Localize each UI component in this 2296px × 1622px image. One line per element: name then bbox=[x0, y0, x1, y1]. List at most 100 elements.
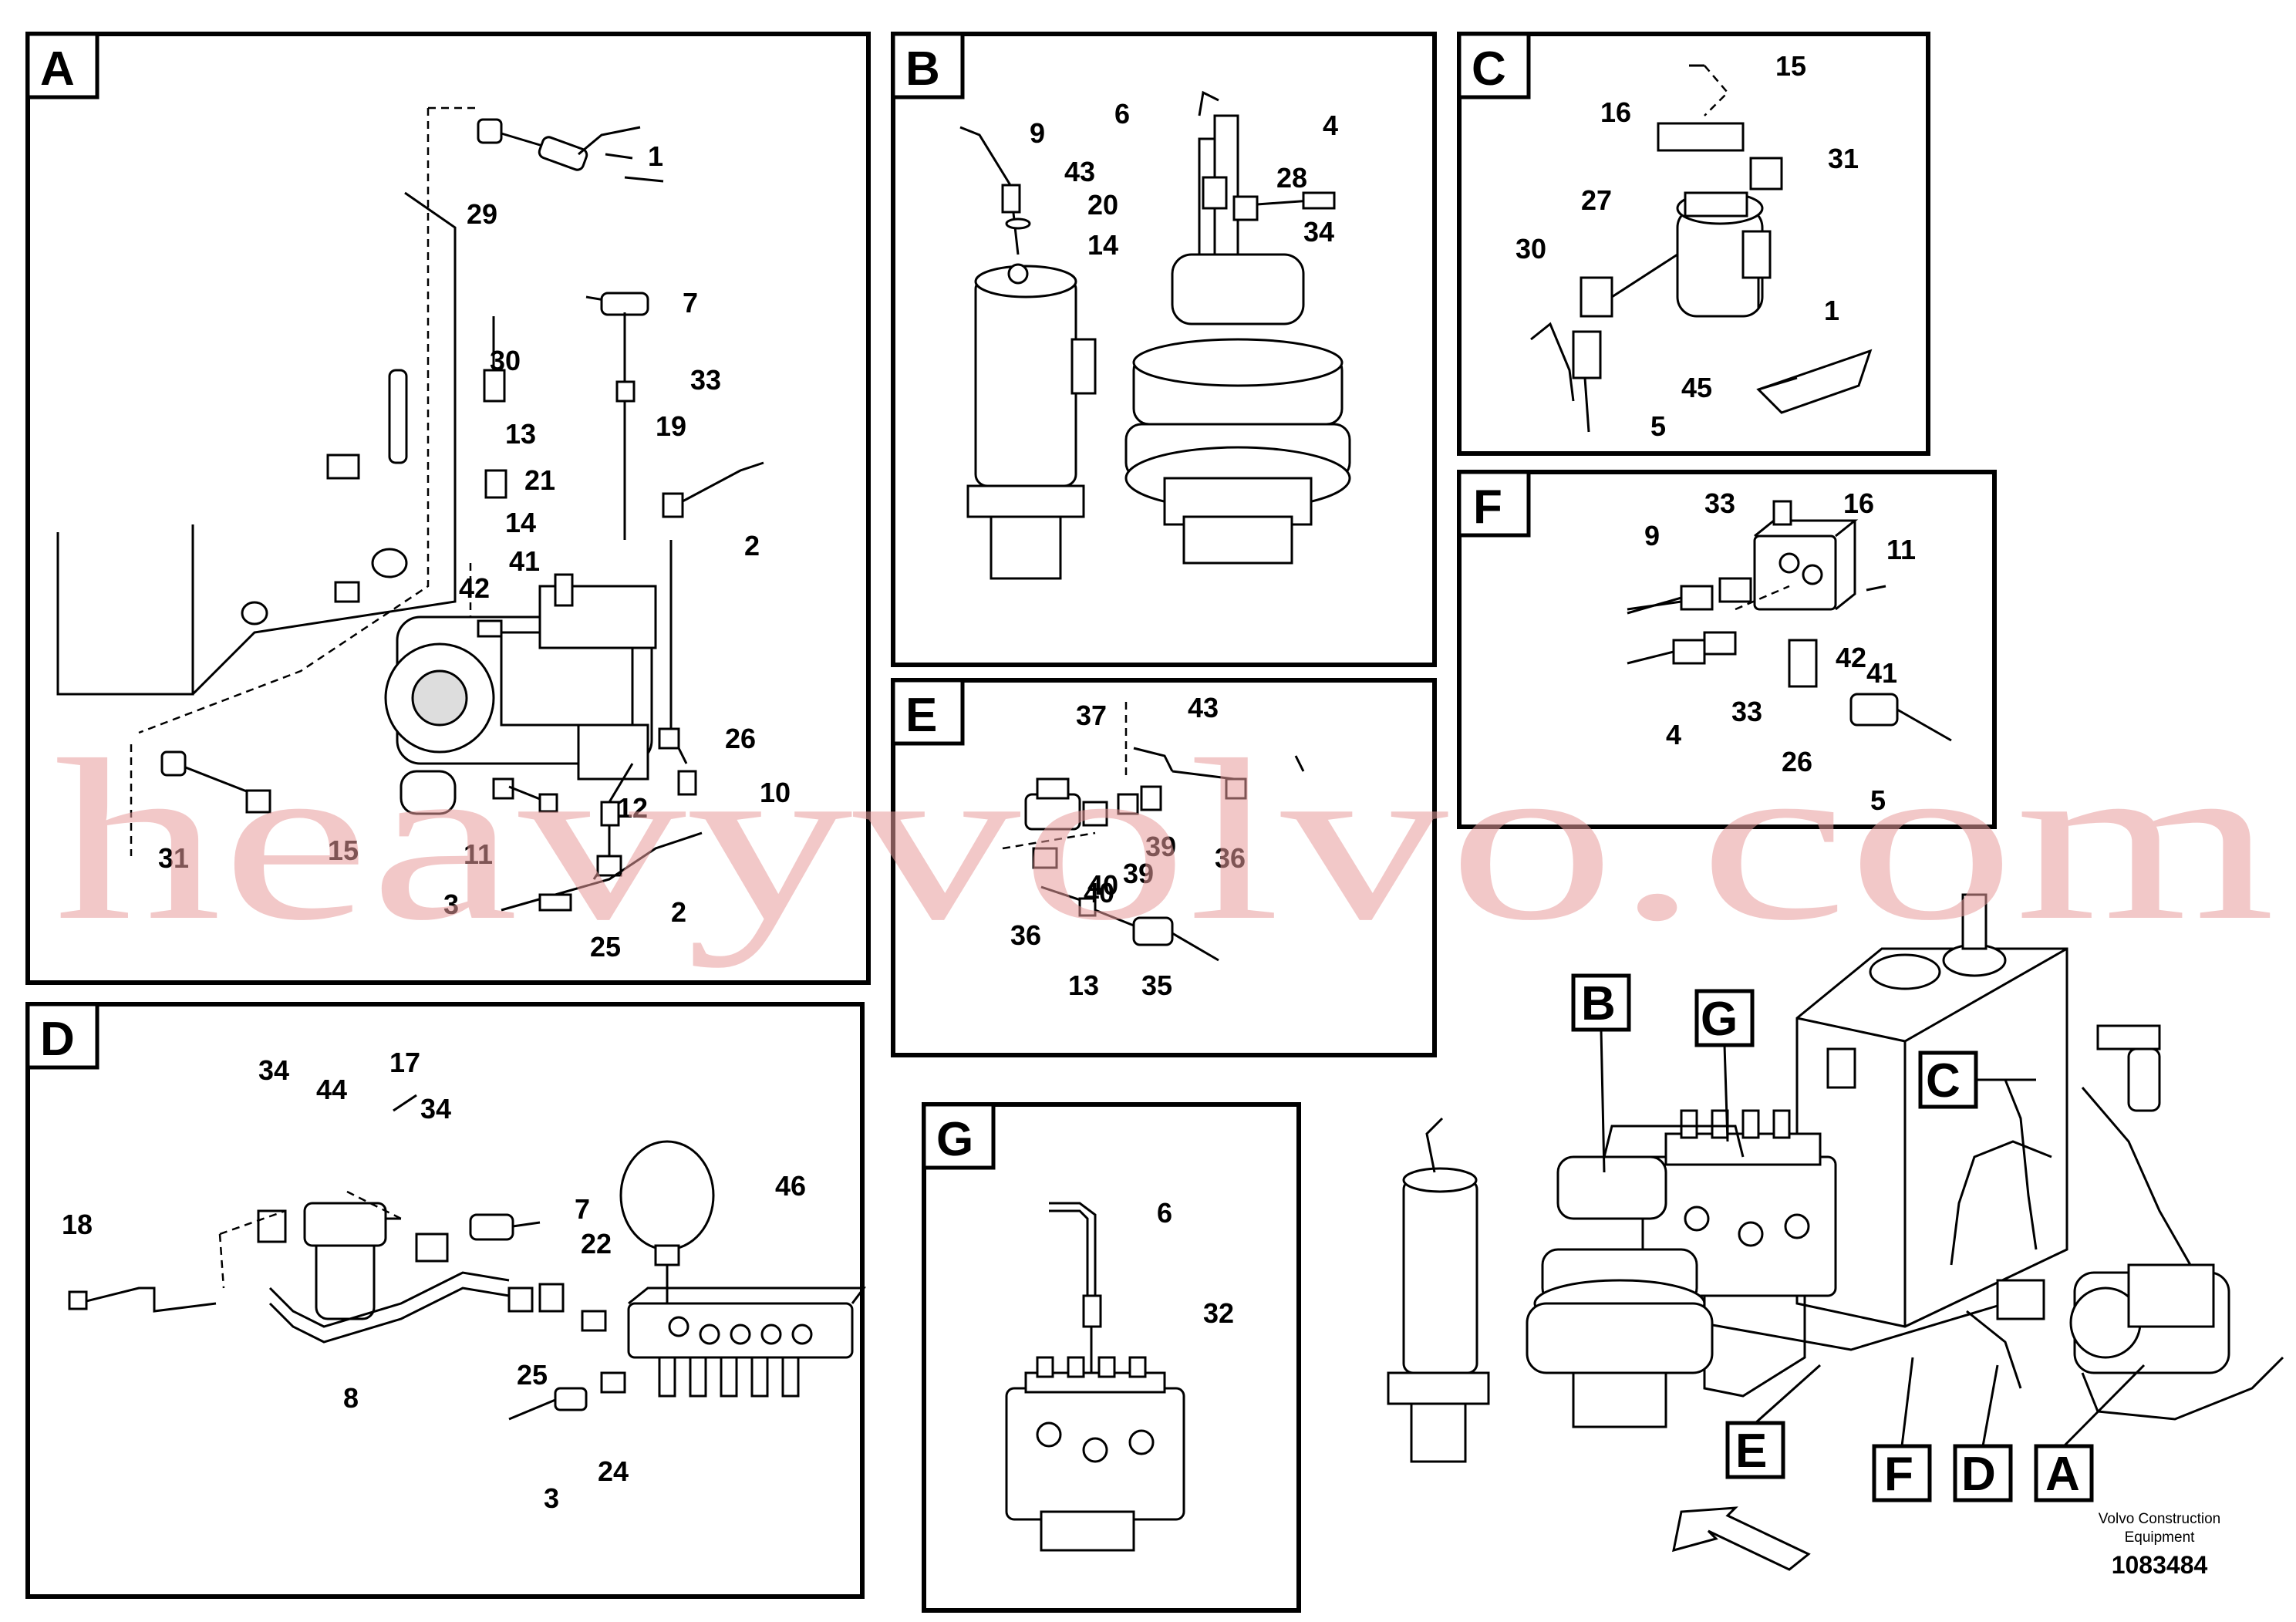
callout-f: F bbox=[1884, 1448, 1913, 1501]
part-number-label: 36 bbox=[1010, 919, 1041, 951]
part-number-label: 46 bbox=[775, 1170, 806, 1202]
part-number-label: 36 bbox=[1215, 842, 1246, 874]
part-number-label: 34 bbox=[258, 1054, 289, 1086]
panel-b: B bbox=[891, 32, 1437, 667]
part-number-label: 14 bbox=[1087, 229, 1118, 261]
part-number-label: 45 bbox=[1681, 372, 1712, 403]
part-number-label: 43 bbox=[1064, 156, 1095, 187]
callout-a: A bbox=[2045, 1448, 2080, 1501]
part-number-label: 1 bbox=[648, 140, 663, 172]
callout-g: G bbox=[1701, 993, 1738, 1046]
panel-a-letter: A bbox=[40, 42, 75, 96]
part-number-label: 34 bbox=[1303, 216, 1334, 248]
part-number-label: 35 bbox=[1141, 969, 1172, 1001]
part-number-label: 22 bbox=[581, 1228, 612, 1259]
part-number-label: 39 bbox=[1123, 858, 1154, 889]
callout-c: C bbox=[1926, 1054, 1961, 1108]
panel-c-letter: C bbox=[1472, 42, 1506, 96]
company-line2: Equipment bbox=[2125, 1529, 2196, 1546]
part-number-label: 1 bbox=[1824, 295, 1839, 326]
part-number-label: 27 bbox=[1581, 184, 1612, 216]
drawing-number: 1083484 bbox=[2112, 1551, 2208, 1579]
part-number-label: 2 bbox=[671, 896, 686, 928]
part-number-label: 30 bbox=[490, 345, 521, 376]
part-number-label: 4 bbox=[1323, 110, 1338, 141]
part-number-label: 2 bbox=[744, 530, 760, 561]
part-number-label: 37 bbox=[1076, 700, 1107, 731]
part-number-label: 40 bbox=[1087, 869, 1118, 901]
part-number-label: 9 bbox=[1030, 117, 1045, 149]
part-number-label: 26 bbox=[725, 723, 756, 754]
part-number-label: 7 bbox=[683, 287, 698, 319]
part-number-label: 26 bbox=[1782, 746, 1812, 777]
part-number-label: 6 bbox=[1114, 98, 1130, 130]
part-number-label: 13 bbox=[505, 418, 536, 450]
part-number-label: 33 bbox=[690, 364, 721, 396]
part-number-label: 41 bbox=[1866, 657, 1897, 689]
part-number-label: 24 bbox=[598, 1455, 629, 1487]
part-number-label: 10 bbox=[760, 777, 791, 808]
part-number-label: 5 bbox=[1650, 410, 1666, 442]
panel-f: F bbox=[1457, 470, 1997, 829]
part-number-label: 25 bbox=[517, 1359, 548, 1391]
panel-g: G bbox=[922, 1102, 1301, 1613]
part-number-label: 30 bbox=[1515, 233, 1546, 265]
panel-a: A bbox=[25, 32, 871, 985]
part-number-label: 8 bbox=[343, 1382, 359, 1414]
part-number-label: 31 bbox=[158, 842, 189, 874]
callout-d: D bbox=[1961, 1448, 1996, 1501]
part-number-label: 39 bbox=[1145, 831, 1176, 862]
part-number-label: 4 bbox=[1666, 719, 1681, 750]
part-number-label: 42 bbox=[1836, 642, 1866, 673]
part-number-label: 25 bbox=[590, 931, 621, 963]
panel-f-letter: F bbox=[1473, 481, 1502, 534]
part-number-label: 33 bbox=[1731, 696, 1762, 727]
part-number-label: 11 bbox=[464, 838, 493, 870]
company-line1: Volvo Construction bbox=[2099, 1511, 2220, 1527]
part-number-label: 5 bbox=[1870, 784, 1886, 816]
part-number-label: 16 bbox=[1600, 96, 1631, 128]
part-number-label: 43 bbox=[1188, 692, 1219, 723]
overview-drawing bbox=[1387, 893, 2284, 1463]
part-number-label: 13 bbox=[1068, 969, 1099, 1001]
part-number-label: 6 bbox=[1157, 1197, 1172, 1229]
direction-arrow bbox=[1672, 1506, 1811, 1571]
part-number-label: 44 bbox=[316, 1074, 347, 1105]
part-number-label: 40 bbox=[1084, 877, 1114, 909]
part-number-label: 32 bbox=[1203, 1297, 1234, 1329]
part-number-label: 16 bbox=[1843, 487, 1874, 519]
panel-e: E bbox=[891, 678, 1437, 1057]
part-number-label: 3 bbox=[544, 1482, 559, 1514]
part-number-label: 29 bbox=[467, 198, 497, 230]
part-number-label: 15 bbox=[328, 835, 359, 866]
part-number-label: 20 bbox=[1087, 189, 1118, 221]
part-number-label: 28 bbox=[1276, 162, 1307, 194]
part-number-label: 21 bbox=[524, 464, 555, 496]
part-number-label: 3 bbox=[443, 889, 459, 920]
part-number-label: 7 bbox=[575, 1193, 590, 1225]
part-number-label: 15 bbox=[1775, 50, 1806, 82]
part-number-label: 12 bbox=[617, 792, 648, 824]
part-number-label: 33 bbox=[1704, 487, 1735, 519]
panel-d-letter: D bbox=[40, 1013, 75, 1066]
part-number-label: 9 bbox=[1644, 520, 1660, 551]
part-number-label: 34 bbox=[420, 1093, 451, 1125]
part-number-label: 41 bbox=[509, 545, 540, 577]
watermark-text: heavyvolvo.com bbox=[54, 712, 2275, 969]
callout-e: E bbox=[1735, 1425, 1767, 1478]
panel-c: C bbox=[1457, 32, 1930, 456]
panel-d: D bbox=[25, 1002, 866, 1599]
callout-b: B bbox=[1581, 977, 1616, 1030]
overview-callouts: B G C E F D A bbox=[1571, 973, 2146, 1502]
part-number-label: 18 bbox=[62, 1209, 93, 1240]
part-number-label: 19 bbox=[656, 410, 686, 442]
part-number-label: 17 bbox=[389, 1047, 420, 1078]
panel-b-letter: B bbox=[905, 42, 940, 96]
part-number-label: 14 bbox=[505, 507, 536, 538]
panel-g-letter: G bbox=[936, 1113, 973, 1166]
part-number-label: 42 bbox=[459, 572, 490, 604]
part-number-label: 11 bbox=[1886, 534, 1916, 565]
panel-e-letter: E bbox=[905, 689, 937, 742]
